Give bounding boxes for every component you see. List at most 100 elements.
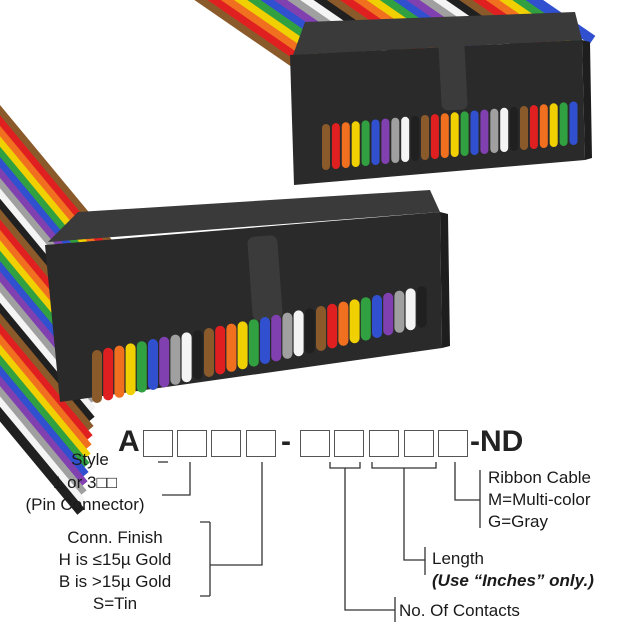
- leader-lines: [158, 461, 481, 622]
- length-title: Length: [432, 549, 484, 568]
- finish-title: Conn. Finish: [67, 528, 163, 547]
- wire-end: [529, 105, 538, 149]
- wire-end: [569, 101, 578, 145]
- wire-end: [331, 123, 340, 169]
- wire-end: [248, 319, 259, 367]
- part-code-box-9: [438, 430, 468, 457]
- wire-end: [391, 117, 400, 163]
- wire-end: [421, 115, 429, 160]
- wire-end: [271, 314, 282, 362]
- wire-end: [114, 345, 125, 398]
- part-number-separator: -: [281, 425, 291, 458]
- part-code-box-8: [404, 430, 434, 457]
- connector-back-wire-ends: [322, 101, 578, 170]
- wire-end: [148, 339, 158, 390]
- wire-end: [416, 286, 427, 328]
- wire-end: [360, 297, 371, 341]
- wire-end: [510, 106, 519, 151]
- ribbon-wire: [194, 0, 308, 75]
- finish-option-h: H is ≤15µ Gold: [58, 550, 172, 569]
- ribbon-title: Ribbon Cable: [488, 468, 592, 487]
- wire-end: [381, 118, 390, 164]
- style-note: (Pin Connector): [25, 495, 145, 514]
- wire-end: [559, 102, 568, 146]
- part-number-prefix: A: [118, 425, 140, 458]
- ribbon-wire: [0, 354, 90, 469]
- ribbon-wire: [207, 0, 320, 73]
- wire-end: [383, 292, 394, 336]
- contacts-title: No. Of Contacts: [399, 601, 520, 620]
- ribbon-wire: [0, 323, 93, 442]
- wire-end: [322, 124, 330, 170]
- wire-end: [460, 111, 469, 156]
- wire-end: [103, 347, 114, 401]
- wire-end: [500, 107, 509, 152]
- wire-end: [480, 109, 489, 154]
- wire-end: [226, 323, 237, 372]
- wire-end: [215, 325, 226, 375]
- style-title: Style: [71, 450, 109, 469]
- finish-option-b: B is >15µ Gold: [58, 572, 172, 591]
- part-code-box-5: [300, 430, 330, 457]
- style-leader: [162, 462, 191, 496]
- wire-end: [181, 332, 192, 383]
- part-code-box-6: [334, 430, 364, 457]
- wire-end: [411, 115, 420, 161]
- wire-end: [405, 288, 416, 331]
- wire-end: [293, 310, 304, 357]
- wire-end: [237, 321, 248, 370]
- wire-end: [136, 341, 147, 393]
- style-option: 1 or 3□□: [52, 473, 117, 492]
- wire-end: [539, 104, 548, 148]
- ribbon-leader: [454, 462, 481, 528]
- length-note: (Use “Inches” only.): [432, 571, 594, 590]
- ribbon-wire: [0, 344, 91, 460]
- connector-front-wire-ends: [92, 286, 427, 403]
- wire-end: [349, 299, 360, 344]
- wire-end: [470, 110, 479, 155]
- finish-leader: [200, 462, 263, 597]
- wire-end: [192, 330, 203, 380]
- wire-end: [440, 113, 449, 158]
- ribbon-wire: [0, 385, 87, 497]
- wire-end: [371, 119, 380, 165]
- ribbon-wire: [0, 396, 86, 506]
- wire-end: [282, 312, 293, 359]
- wire-end: [170, 334, 181, 385]
- length-leader: [403, 468, 426, 575]
- part-code-box-4: [246, 430, 276, 457]
- wire-end: [260, 317, 270, 364]
- wire-end: [316, 306, 326, 351]
- length-bracket: [371, 462, 437, 469]
- wire-end: [549, 103, 558, 147]
- wire-end: [304, 308, 315, 354]
- ribbon-option-g: G=Gray: [488, 512, 548, 531]
- ribbon-wire: [0, 406, 85, 515]
- contacts-leader: [344, 468, 396, 622]
- wire-end: [450, 112, 459, 157]
- connector-front: [45, 190, 450, 403]
- wire-end: [92, 350, 102, 403]
- wire-end: [490, 108, 499, 153]
- wire-end: [341, 122, 350, 168]
- wire-end: [401, 116, 410, 162]
- part-code-box-3: [211, 430, 241, 457]
- finish-option-s: S=Tin: [92, 594, 138, 613]
- ribbon-wire: [0, 375, 88, 488]
- wire-end: [204, 328, 214, 377]
- wire-end: [361, 120, 370, 166]
- ribbon-wire: [0, 365, 89, 479]
- wire-end: [125, 343, 136, 396]
- wire-end: [394, 290, 405, 333]
- part-code-box-2: [177, 430, 207, 457]
- wire-end: [338, 301, 349, 346]
- wire-end: [520, 106, 528, 150]
- connector-back: [290, 12, 592, 185]
- wire-end: [327, 303, 338, 349]
- ribbon-option-m: M=Multi-color: [488, 490, 591, 509]
- ribbon-wire: [0, 333, 92, 451]
- ribbon-wire: [0, 104, 114, 249]
- part-code-box-7: [369, 430, 399, 457]
